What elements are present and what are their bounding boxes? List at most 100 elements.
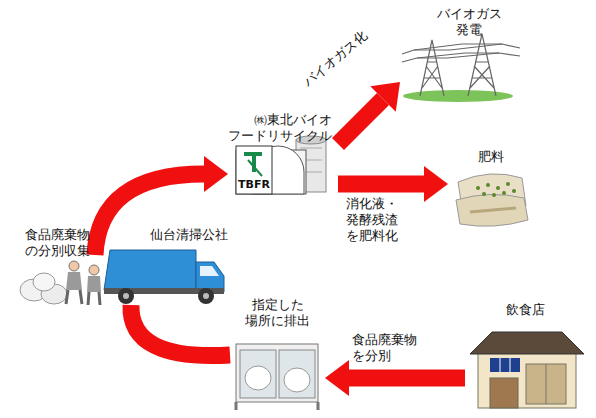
fertilizer-bags [456,174,528,226]
fertilizer-bags-part-part [496,186,500,190]
arrow-shaft [338,176,424,193]
collection-workers [20,261,101,305]
power-towers [402,34,520,102]
garbage-truck-part [104,250,196,290]
garbage-truck-part [200,266,219,276]
text-line: 食品廃棄物 [10,227,105,243]
garbage-truck-part [123,293,129,299]
restaurant-building [470,332,584,408]
illustration-node: 食品廃棄物の分別収集 [10,225,105,307]
arrow-shaft [95,174,204,255]
arrow-head [424,166,448,202]
flow-arrow [325,360,465,396]
fertilizer-bags-part-part [512,189,516,193]
collection-bins-part [236,402,318,410]
text-line: 発酵残渣 [346,212,398,228]
arrow-head [370,82,400,112]
restaurant-building-part [470,332,584,354]
collection-workers-part [33,273,55,291]
text-line: フードリサイクル [228,128,332,144]
text-line: 仙台清掃公社 [95,227,228,243]
fertilizer-bags-part-part [486,183,490,187]
fertilizer-bags-part-part [502,191,506,195]
biogas-plant-part [244,152,262,172]
fertilizer-bags-part [456,194,528,226]
arrow-shaft [338,99,383,144]
arrow-label: 消化液・発酵残渣を肥料化 [346,196,398,244]
illustration-node: 仙台清掃公社 [95,225,230,305]
power-towers-part [402,34,520,96]
text-line: 指定した [230,297,325,313]
collection-workers-part [89,265,99,275]
collection-bins-part [284,368,310,392]
arrow-label: バイオガス化 [300,28,370,90]
fertilizer-bags-part-part [482,192,486,196]
garbage-truck [104,250,224,304]
node-heading: 肥料 [448,149,533,165]
biogas-plant [236,136,326,194]
garbage-truck-part [198,288,214,304]
illustration-node: バイオガス発電 [400,2,518,102]
sign-text: TBFR [238,179,270,191]
text-line: TBFR [238,178,270,191]
restaurant-building-part [526,364,566,404]
node-heading: 仙台清掃公社 [95,227,228,243]
fertilizer-bags-part [470,208,516,212]
collection-bins [236,344,318,410]
fertilizer-bags-part-part [476,186,480,190]
restaurant-building-part [490,378,518,408]
text-line: 場所に排出 [230,313,325,329]
arrow-label: 食品廃棄物を分別 [352,332,417,364]
collection-bins-part [236,344,318,402]
collection-bins-part [279,350,315,398]
power-towers-part-part [414,40,450,96]
arrow-head [204,156,228,192]
text-line: バイオガス化 [300,28,370,90]
text-line: ㈱東北バイオ [228,112,332,128]
text-line: を肥料化 [346,228,398,244]
text-line: 飲食店 [465,302,585,318]
collection-workers-part [66,290,82,304]
text-line: の分別収集 [10,243,105,259]
flow-arrow [95,156,228,255]
flow-arrow [338,82,400,144]
collection-bins-part [240,350,276,398]
fertilizer-bags-part-part [492,193,496,197]
text-line: 食品廃棄物 [352,332,417,348]
fertilizer-bags-part [476,182,516,197]
text-line: を分別 [352,348,417,364]
node-heading: バイオガス発電 [420,6,518,38]
biogas-plant-part [236,146,272,194]
power-towers-part-part [462,34,502,96]
collection-workers-part [87,276,101,292]
garbage-truck-part [196,262,224,292]
biogas-plant-part [248,160,262,176]
fertilizer-bags-part-part [506,182,510,186]
illustration-node: 飲食店 [465,296,585,412]
restaurant-building-part [478,352,576,408]
text-line: 発電 [420,22,518,38]
garbage-truck-part [118,288,134,304]
illustration-node: 肥料 [448,145,533,227]
illustration-node: 指定した場所に排出 [230,295,325,410]
garbage-truck-part [203,293,209,299]
node-heading: ㈱東北バイオフードリサイクル [228,112,332,144]
power-towers-part-part [402,44,520,62]
power-towers-part [403,90,513,102]
text-line: 肥料 [448,149,533,165]
arrow-shaft [131,305,230,356]
arrow-head [325,360,349,396]
arrow-shaft [349,370,465,387]
collection-workers-part [88,292,100,305]
restaurant-building-part [490,358,520,372]
text-line: バイオガス [420,6,518,22]
collection-bins-part [245,366,271,390]
flow-arrow [131,305,230,356]
restaurant-building-part [546,364,547,404]
illustration-node: ㈱東北バイオフードリサイクル TBFR [228,108,338,196]
restaurant-building-part [500,358,510,372]
node-heading: 食品廃棄物の分別収集 [10,227,105,259]
collection-workers-part [69,261,79,271]
collection-workers-part [66,272,82,290]
